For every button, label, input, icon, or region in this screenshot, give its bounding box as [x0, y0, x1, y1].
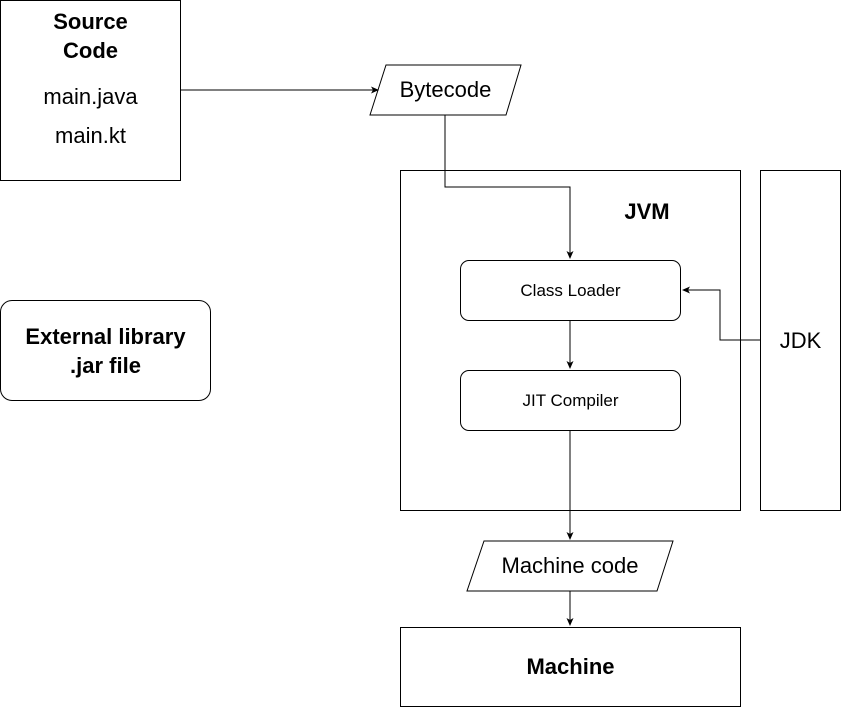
edge-jdk-to-class-loader [682, 286, 760, 341]
jvm-title: JVM [624, 199, 670, 224]
machine-code-shape [466, 540, 674, 592]
machine-box: Machine [400, 627, 741, 707]
machine-code-label: Machine code [501, 553, 639, 578]
bytecode-shape [369, 64, 522, 116]
external-library-box: External library .jar file [0, 300, 211, 401]
bytecode-label: Bytecode [399, 77, 492, 102]
source-file-java: main.java [43, 84, 138, 109]
source-code-box: Source Code main.java main.kt [0, 0, 181, 181]
jdk-box: JDK [760, 170, 841, 511]
source-code-title-line2: Code [63, 38, 118, 63]
class-loader-box: Class Loader [460, 260, 681, 321]
source-file-kt: main.kt [55, 123, 126, 148]
external-library-line2: .jar file [70, 352, 141, 378]
edge-bytecode-to-class-loader [444, 115, 574, 259]
machine-label: Machine [526, 654, 615, 679]
jdk-label: JDK [779, 327, 822, 353]
source-code-title-line1: Source [53, 9, 128, 34]
jit-compiler-label: JIT Compiler [522, 390, 619, 410]
class-loader-label: Class Loader [520, 280, 621, 300]
jit-compiler-box: JIT Compiler [460, 370, 681, 431]
external-library-line1: External library [25, 323, 186, 349]
